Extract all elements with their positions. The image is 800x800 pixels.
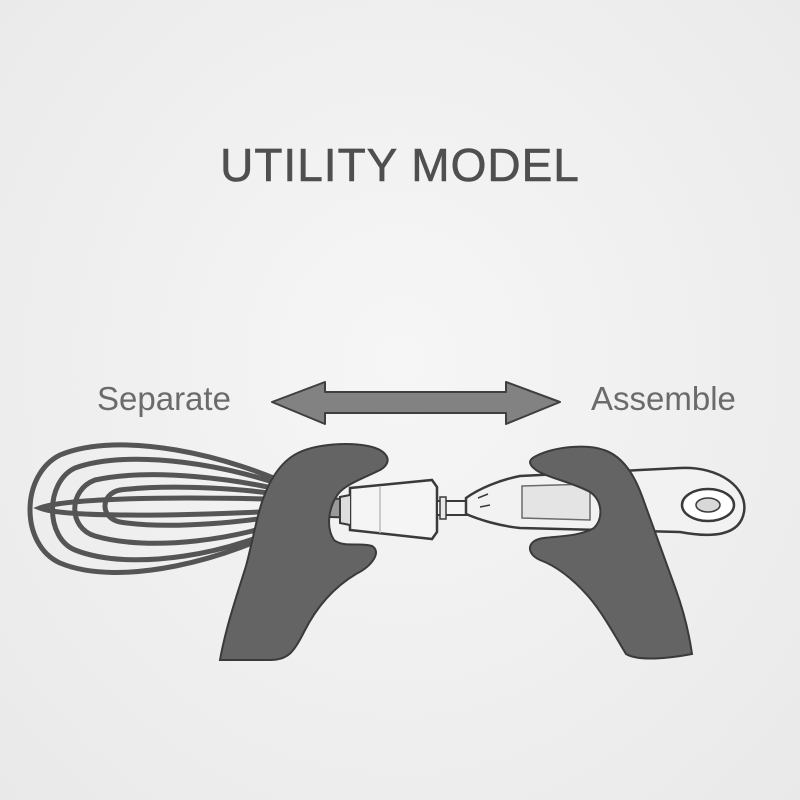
assemble-label: Assemble: [591, 380, 736, 417]
whisk-wires-icon: [27, 442, 303, 575]
right-hand-icon: [529, 445, 694, 660]
metal-rod-icon: [436, 496, 468, 520]
page-title: UTILITY MODEL: [220, 139, 580, 192]
double-arrow-icon: [271, 381, 561, 425]
separate-label: Separate: [97, 380, 231, 417]
left-hand-icon: [218, 443, 389, 661]
